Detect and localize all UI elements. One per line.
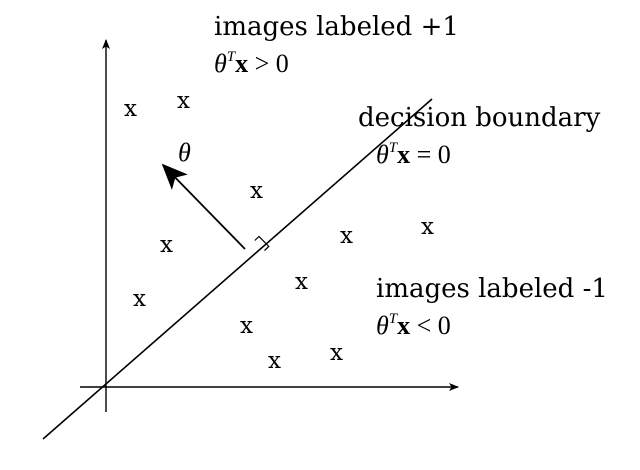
negative-sample: x bbox=[421, 214, 434, 240]
negative-condition: θTx < 0 bbox=[376, 311, 451, 340]
positive-sample: x bbox=[124, 96, 137, 122]
positive-region-label: images labeled +1 bbox=[214, 12, 459, 42]
theta-vector bbox=[161, 163, 246, 250]
theta-vector-label: θ bbox=[178, 138, 191, 167]
positive-sample: x bbox=[177, 88, 190, 114]
negative-sample: x bbox=[340, 223, 353, 249]
boundary-condition: θTx = 0 bbox=[376, 140, 451, 169]
negative-sample: x bbox=[295, 269, 308, 295]
positive-sample: x bbox=[133, 286, 146, 312]
positive-sample: x bbox=[240, 313, 253, 339]
negative-region-label: images labeled -1 bbox=[376, 274, 608, 304]
negative-sample: x bbox=[268, 348, 281, 374]
decision-boundary-line bbox=[42, 98, 433, 440]
positive-sample: x bbox=[160, 232, 173, 258]
positive-condition: θTx > 0 bbox=[214, 49, 289, 78]
boundary-region-label: decision boundary bbox=[358, 103, 601, 133]
positive-sample: x bbox=[250, 178, 263, 204]
negative-sample: x bbox=[330, 340, 343, 366]
right-angle-marker bbox=[254, 235, 270, 251]
